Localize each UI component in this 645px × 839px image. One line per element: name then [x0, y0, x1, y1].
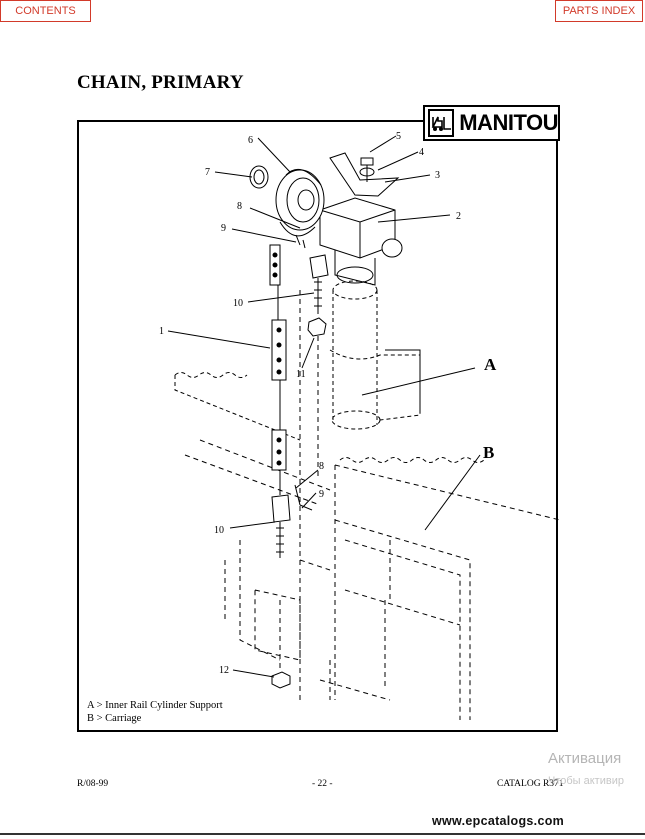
manitou-logo: MANITOU	[423, 105, 560, 141]
callout-9: 9	[221, 223, 226, 234]
footer-catalog: CATALOG R371	[497, 779, 564, 789]
callout-11: 11	[296, 369, 306, 380]
page-title: CHAIN, PRIMARY	[77, 72, 244, 93]
forklift-icon	[428, 109, 455, 137]
callout-8: 8	[237, 201, 242, 212]
parts-index-button[interactable]: PARTS INDEX	[555, 0, 643, 22]
legend-item-a: A > Inner Rail Cylinder Support	[87, 700, 223, 711]
legend-item-b: B > Carriage	[87, 713, 142, 724]
callout-10: 10	[233, 298, 243, 309]
callout-6: 6	[248, 135, 253, 146]
logo-wordmark: MANITOU	[459, 110, 558, 135]
view-label-a: A	[484, 355, 497, 374]
footer-revision: R/08-99	[77, 779, 109, 789]
callout-12: 12	[219, 665, 229, 676]
callout-8b: 8	[319, 461, 324, 472]
callout-1: 1	[159, 326, 164, 337]
activation-watermark-sub: Чтобы активир	[548, 775, 624, 787]
contents-button[interactable]: CONTENTS	[0, 0, 91, 22]
callout-2: 2	[456, 211, 461, 222]
footer-page-number: - 22 -	[312, 779, 333, 789]
activation-watermark: Активация	[548, 750, 622, 767]
legend: A > Inner Rail Cylinder Support B > Carr…	[87, 699, 223, 725]
callout-9b: 9	[319, 489, 324, 500]
view-label-b: B	[483, 443, 494, 462]
diagram-frame	[77, 120, 558, 732]
callout-3: 3	[435, 170, 440, 181]
callout-7: 7	[205, 167, 210, 178]
callout-5: 5	[396, 131, 401, 142]
callout-10b: 10	[214, 525, 224, 536]
bottom-rule	[0, 833, 645, 835]
site-watermark: www.epcatalogs.com	[432, 814, 565, 828]
callout-4: 4	[419, 147, 424, 158]
